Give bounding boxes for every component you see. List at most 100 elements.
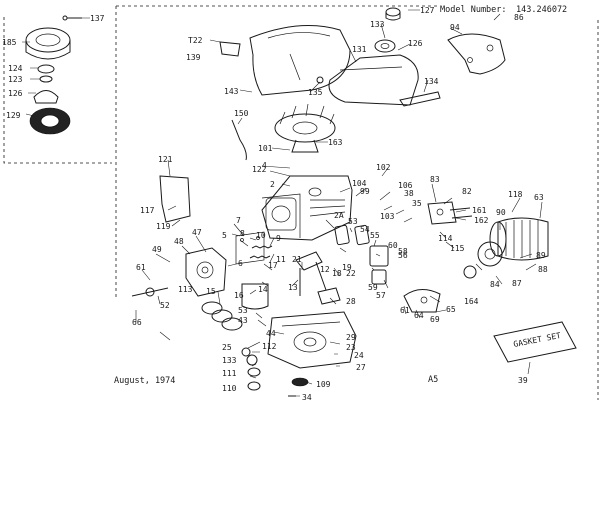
throttle-lever xyxy=(131,287,169,297)
part-label: 10 xyxy=(256,231,266,240)
part-label: 9 xyxy=(276,234,281,243)
breaker-plate xyxy=(427,201,457,225)
top-plate xyxy=(328,54,419,106)
part-label: 161 xyxy=(472,206,487,215)
part-label: 118 xyxy=(508,190,523,199)
part-label: 126 xyxy=(8,89,23,98)
part-label: 39 xyxy=(518,376,528,385)
part-label: 87 xyxy=(512,279,522,288)
part-label: 106 xyxy=(398,181,413,190)
part-label: 90 xyxy=(496,208,506,217)
part-label: 102 xyxy=(376,163,391,172)
collar xyxy=(374,39,396,53)
part-label: 163 xyxy=(328,138,343,147)
part-label: 131 xyxy=(352,45,367,54)
part-label: 5 xyxy=(222,231,227,240)
part-label: 35 xyxy=(412,199,422,208)
part-label: 17 xyxy=(268,261,278,270)
part-label: 150 xyxy=(234,109,249,118)
part-label: 66 xyxy=(132,318,142,327)
part-label: 134 xyxy=(424,77,439,86)
baffle-plate xyxy=(447,33,506,75)
rings xyxy=(201,301,243,331)
model-number-value: 143.246072 xyxy=(516,5,567,15)
part-label: 49 xyxy=(152,245,162,254)
part-label: 84 xyxy=(490,280,500,289)
part-label: 103 xyxy=(380,212,395,221)
part-number-labels: 137 185 124 123 126 129 127 86 133 126 9… xyxy=(2,6,548,402)
part-label: 34 xyxy=(302,393,312,402)
part-label: 29 xyxy=(346,333,356,342)
part-label: 109 xyxy=(316,380,331,389)
part-label: 61 xyxy=(136,263,146,272)
part-label: 104 xyxy=(352,179,367,188)
part-label: 122 xyxy=(252,165,267,174)
part-label: 18 xyxy=(332,269,342,278)
part-label: 123 xyxy=(8,75,23,84)
part-label: 55 xyxy=(370,231,380,240)
part-label: 6 xyxy=(238,259,243,268)
part-label: 54 xyxy=(360,225,370,234)
date-label: August, 1974 xyxy=(114,376,175,386)
part-label: 38 xyxy=(404,189,414,198)
part-label: 4 xyxy=(262,161,267,170)
part-label: 133 xyxy=(370,20,385,29)
pulley xyxy=(477,241,503,267)
part-label: 63 xyxy=(534,193,544,202)
part-label: 139 xyxy=(186,53,201,62)
part-label: 110 xyxy=(222,384,237,393)
governor-wire xyxy=(231,119,247,161)
points xyxy=(449,207,473,219)
blower-housing xyxy=(249,25,351,96)
part-label: 53 xyxy=(348,217,358,226)
piston xyxy=(241,283,269,310)
part-label: 43 xyxy=(238,316,248,325)
part-label: 129 xyxy=(6,111,21,120)
part-label: 111 xyxy=(222,369,237,378)
dashed-boundaries xyxy=(3,5,599,400)
fuel-tank-parts xyxy=(403,265,477,313)
part-label: 25 xyxy=(222,343,232,352)
part-label: 56 xyxy=(398,251,408,260)
part-label: 14 xyxy=(258,285,268,294)
connecting-rod xyxy=(317,287,341,305)
part-label: 60 xyxy=(388,241,398,250)
part-label: 47 xyxy=(192,228,202,237)
part-label: 53 xyxy=(238,306,248,315)
part-label: 15 xyxy=(206,287,216,296)
crankshaft xyxy=(295,251,327,296)
part-label: 133 xyxy=(222,356,237,365)
model-number-label: Model Number: xyxy=(440,5,507,15)
part-label: 52 xyxy=(160,301,170,310)
flywheel xyxy=(274,103,336,153)
part-label: 22 xyxy=(346,269,356,278)
part-label: 86 xyxy=(514,13,524,22)
valve-cover-screws xyxy=(241,347,261,391)
part-label: 7 xyxy=(236,216,241,225)
side-shield xyxy=(159,175,191,223)
part-label: 16 xyxy=(234,291,244,300)
leader-lines xyxy=(22,9,543,397)
part-label: 61 xyxy=(400,306,410,315)
part-label: 65 xyxy=(446,305,456,314)
part-label: 69 xyxy=(430,315,440,324)
part-label: 57 xyxy=(376,291,386,300)
part-label: 88 xyxy=(538,265,548,274)
part-label: 11 xyxy=(276,255,286,264)
part-label: 117 xyxy=(140,206,155,215)
part-label: 137 xyxy=(90,14,105,23)
part-label: 99 xyxy=(360,187,370,196)
fuel-cap xyxy=(385,7,401,21)
crankcase-cover xyxy=(267,311,357,369)
part-label: 19 xyxy=(342,263,352,272)
muffler xyxy=(489,217,549,261)
part-label: 185 xyxy=(2,38,17,47)
part-label: 2A xyxy=(334,211,344,220)
small-bracket xyxy=(219,41,241,57)
part-label: 101 xyxy=(258,144,273,153)
springs xyxy=(249,245,273,259)
part-label: 89 xyxy=(536,251,546,260)
part-label: 143 xyxy=(224,87,239,96)
valve-gaskets xyxy=(334,224,389,285)
